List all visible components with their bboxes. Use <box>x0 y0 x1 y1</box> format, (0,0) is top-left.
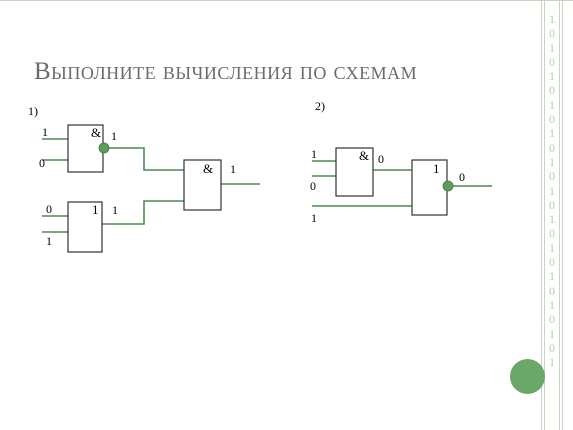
binary-digit: 0 <box>549 255 555 270</box>
decorative-circle <box>510 359 545 394</box>
scheme2-extra-in-value: 1 <box>311 211 317 225</box>
scheme1-or-symbol: 1 <box>92 202 99 217</box>
binary-digit: 1 <box>549 12 555 26</box>
binary-digit: 0 <box>549 140 555 155</box>
scheme2-or-gate-final <box>411 159 448 216</box>
scheme2-label: 2) <box>315 99 325 113</box>
binary-digit: 1 <box>549 97 555 112</box>
binary-digit: 1 <box>549 212 555 227</box>
binary-digit: 0 <box>549 169 555 184</box>
scheme1-label: 1) <box>28 104 38 118</box>
frame-line-3 <box>559 0 560 430</box>
binary-digit: 1 <box>549 40 555 55</box>
binary-digit: 0 <box>549 226 555 241</box>
scheme1-and-top-in-top: 1 <box>42 125 48 139</box>
scheme2-and-in-bottom: 0 <box>310 179 316 193</box>
scheme1-and-gate-final <box>183 159 222 211</box>
scheme1-or-out: 1 <box>112 203 118 217</box>
binary-digit: 1 <box>549 326 555 341</box>
wire-s1-and-out <box>107 147 184 171</box>
wire-s1-or-out <box>102 200 184 225</box>
frame-line-4 <box>562 0 563 430</box>
binary-digit: 0 <box>549 197 555 212</box>
scheme1-and-top-out: 1 <box>111 129 117 143</box>
binary-digit: 0 <box>549 83 555 98</box>
binary-digit: 0 <box>549 283 555 298</box>
scheme2-inverter-dot <box>442 180 454 192</box>
binary-digit: 1 <box>549 183 555 198</box>
scheme1-or-in-bottom: 1 <box>46 234 52 248</box>
binary-digit: 0 <box>549 312 555 327</box>
scheme2-and-symbol: & <box>359 148 369 163</box>
binary-digit: 0 <box>549 54 555 69</box>
frame-line-2 <box>544 0 545 430</box>
scheme1-and-gate-top <box>67 124 104 173</box>
scheme2-or-symbol: 1 <box>433 161 440 176</box>
binary-digit: 1 <box>549 269 555 284</box>
scheme1-and-top-symbol: & <box>91 125 101 140</box>
scheme1-final-out: 1 <box>230 162 236 176</box>
binary-digit: 0 <box>549 26 555 41</box>
scheme1-wires <box>42 138 260 233</box>
binary-digit: 0 <box>549 112 555 127</box>
binary-digit: 1 <box>549 355 555 370</box>
scheme2-and-in-top: 1 <box>311 147 317 161</box>
scheme1-final-symbol: & <box>203 161 213 176</box>
binary-digit: 1 <box>549 69 555 84</box>
scheme1-inverter-dot <box>98 142 110 154</box>
scheme2-and-gate <box>335 147 374 197</box>
binary-digit: 0 <box>549 340 555 355</box>
binary-digit: 1 <box>549 154 555 169</box>
scheme2-final-out: 0 <box>459 170 465 184</box>
binary-digit: 1 <box>549 297 555 312</box>
frame-line-1 <box>541 0 542 430</box>
scheme1-or-in-top: 0 <box>46 202 52 216</box>
scheme2-and-out: 0 <box>378 152 384 166</box>
scheme2-wires <box>312 160 492 207</box>
slide-title: Выполните вычисления по схемам <box>34 58 418 85</box>
scheme1-and-top-in-bottom: 0 <box>39 156 45 170</box>
frame-line-top <box>0 0 573 1</box>
scheme1-or-gate-bottom <box>67 201 103 253</box>
binary-digit: 1 <box>549 240 555 255</box>
binary-digit: 1 <box>549 126 555 141</box>
